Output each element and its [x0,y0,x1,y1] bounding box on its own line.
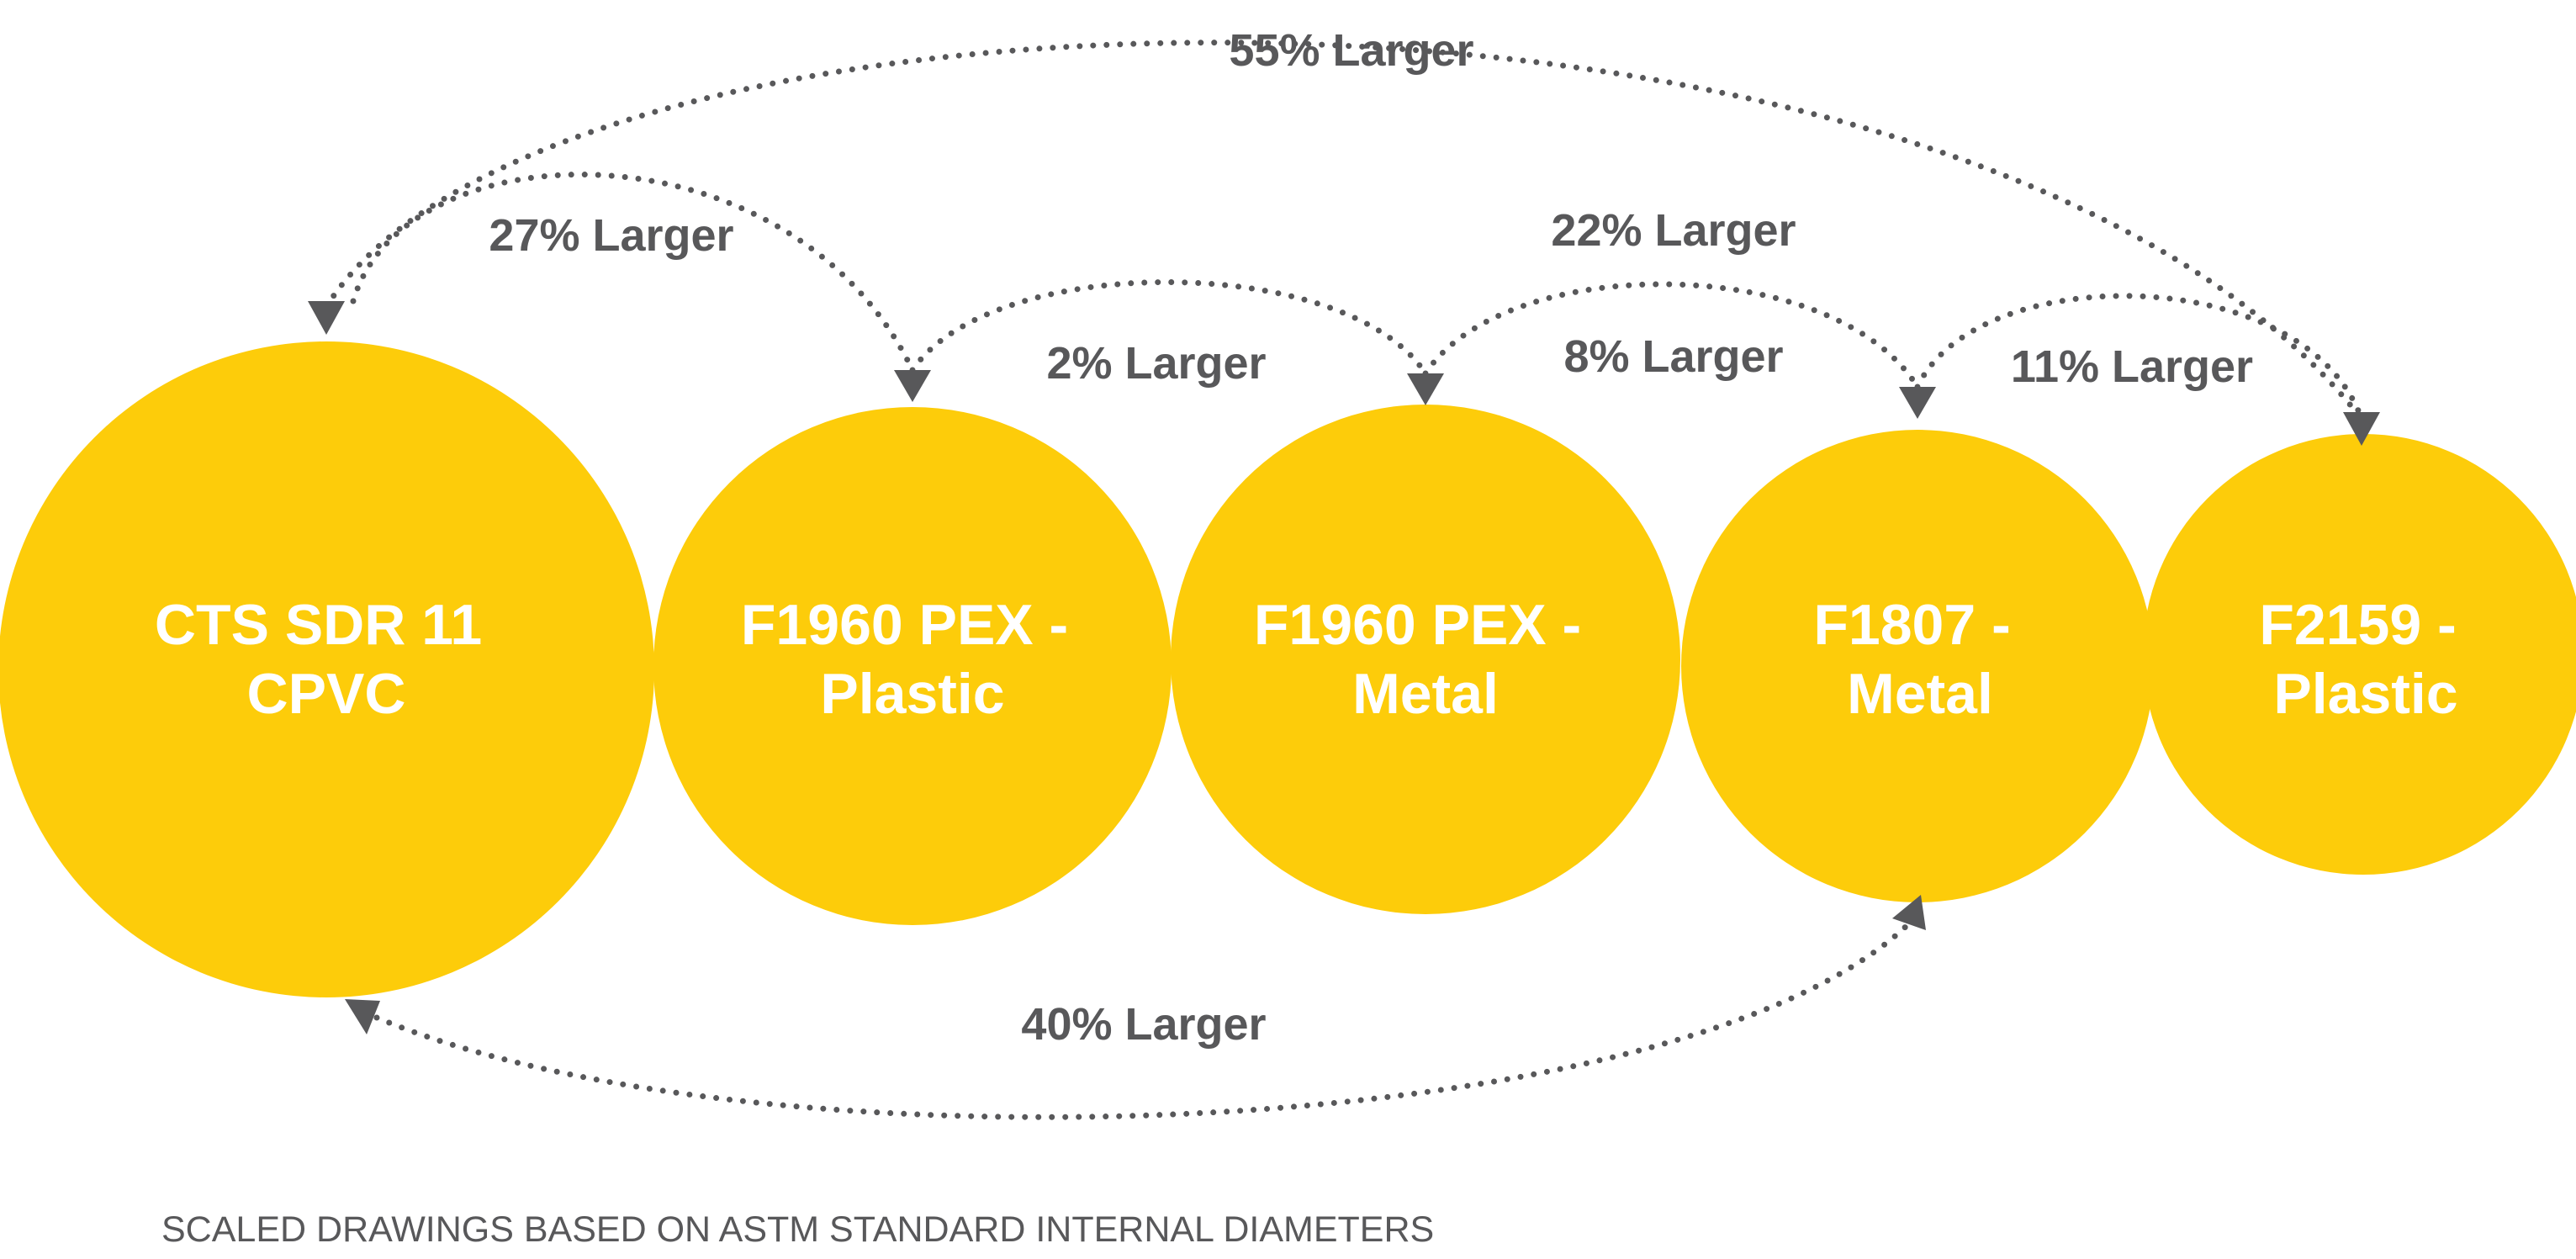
circle-f2159-plastic [2143,434,2576,875]
pipe-label-line2: CPVC [247,662,406,726]
arrowhead-icon [894,370,931,402]
arrowhead-icon [1892,895,1926,930]
pipe-label-line1: F1807 - [1813,593,2010,657]
comparison-label-27: 27% Larger [489,210,733,261]
pipe-label-f1960-pex-plastic: F1960 PEX - Plastic [741,593,1084,726]
circle-cts-sdr11-cpvc [0,341,654,997]
circle-f1960-pex-plastic [653,407,1172,925]
arc-27 [350,172,916,373]
arc-8 [1422,281,1921,390]
pipe-label-line1: F2159 - [2259,593,2456,657]
comparison-label-2: 2% Larger [1046,338,1266,389]
pipe-label-line2: Plastic [2273,662,2457,726]
pipe-label-f1960-pex-metal: F1960 PEX - Metal [1254,593,1597,726]
pipe-label-line2: Metal [1352,662,1499,726]
pipe-label-line2: Metal [1847,662,1993,726]
arc-55 [323,40,2365,422]
comparison-label-55: 55% Larger [1229,25,1473,76]
comparison-arrows [308,40,2380,1120]
pipe-circles [0,341,2576,997]
pipe-labels: CTS SDR 11 CPVC F1960 PEX - Plastic F196… [155,593,2472,726]
comparison-label-8: 8% Larger [1563,331,1783,382]
comparison-label-22: 22% Larger [1551,205,1796,256]
arc-2 [909,279,1429,377]
arrowhead-icon [345,999,380,1034]
comparison-label-40: 40% Larger [1021,999,1266,1050]
pipe-label-cts-sdr11-cpvc: CTS SDR 11 CPVC [155,593,498,726]
comparison-label-11: 11% Larger [2011,341,2253,392]
arrowhead-icon [1899,387,1936,419]
circle-f1960-pex-metal [1171,405,1680,914]
pipe-label-line2: Plastic [820,662,1004,726]
footnote: SCALED DRAWINGS BASED ON ASTM STANDARD I… [161,1209,1434,1250]
pipe-label-line1: F1960 PEX - [1254,593,1581,657]
arc-11 [1914,293,2365,422]
arrowhead-icon [308,301,345,335]
pipe-label-line1: CTS SDR 11 [155,593,482,657]
pipe-label-f2159-plastic: F2159 - Plastic [2259,593,2472,726]
circle-f1807-metal [1681,430,2154,902]
arc-40 [373,920,1912,1120]
pipe-label-f1807-metal: F1807 - Metal [1813,593,2026,726]
arrowhead-icon [1407,373,1444,405]
arrowhead-icon [2343,412,2380,446]
comparison-labels: 55% Larger 27% Larger 22% Larger 2% Larg… [489,25,2253,1050]
pipe-label-line1: F1960 PEX - [741,593,1068,657]
